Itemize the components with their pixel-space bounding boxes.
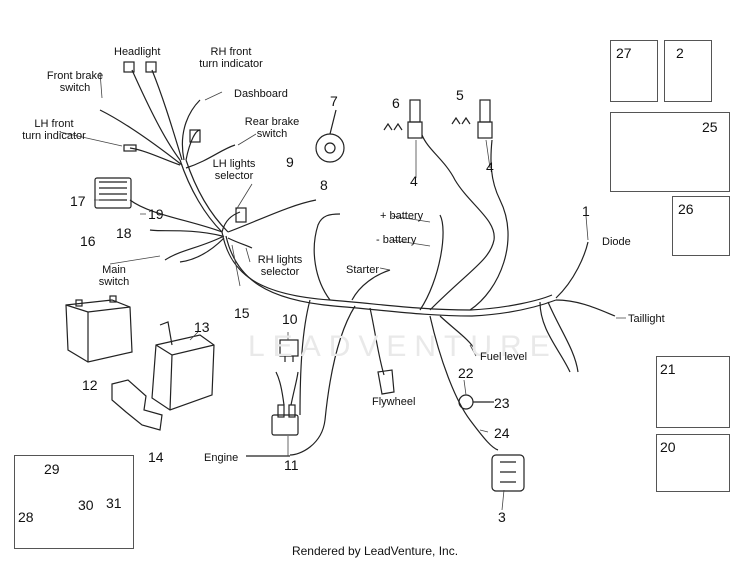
part-number-19: 19 (148, 206, 164, 222)
label-flywheel: Flywheel (372, 396, 416, 408)
part-number-2: 2 (676, 45, 684, 61)
part-box-25 (610, 112, 730, 192)
part-box-28-31 (14, 455, 134, 549)
label-rh-front-turn-line1: RH front (210, 46, 252, 58)
part-box-26 (672, 196, 730, 256)
part-number-31: 31 (106, 495, 122, 511)
label-rh-lights-selector: RH lights selector (252, 254, 308, 278)
label-taillight: Taillight (628, 313, 665, 325)
label-main-switch-line1: Main (102, 264, 126, 276)
part-number-28: 28 (18, 509, 34, 525)
part-number-17: 17 (70, 193, 86, 209)
label-lh-lights-selector: LH lights selector (206, 158, 262, 182)
label-rh-lights-line2: selector (260, 266, 300, 278)
label-plus-battery: + battery (380, 210, 424, 222)
part-number-14: 14 (148, 449, 164, 465)
part-number-29: 29 (44, 461, 60, 477)
part-number-24: 24 (494, 425, 510, 441)
part-number-13: 13 (194, 319, 210, 335)
part-number-1: 1 (582, 203, 590, 219)
label-diode: Diode (602, 236, 631, 248)
watermark: LEADVENTURE (248, 330, 558, 363)
part-number-15: 15 (234, 305, 250, 321)
part-number-10: 10 (282, 311, 298, 327)
label-main-switch: Main switch (92, 264, 136, 288)
part-number-22: 22 (458, 365, 474, 381)
label-headlight: Headlight (114, 46, 161, 58)
part-number-25: 25 (702, 119, 718, 135)
part-number-5: 5 (456, 87, 464, 103)
part-number-3: 3 (498, 509, 506, 525)
label-minus-battery: - battery (376, 234, 417, 246)
part-number-27: 27 (616, 45, 632, 61)
label-rh-front-turn: RH front turn indicator (196, 46, 266, 70)
part-number-7: 7 (330, 93, 338, 109)
label-rh-front-turn-line2: turn indicator (199, 58, 263, 70)
part-number-21: 21 (660, 361, 676, 377)
part-box-21 (656, 356, 730, 428)
label-lh-front-turn-line2: turn indicator (22, 130, 86, 142)
label-lh-lights-line2: selector (214, 170, 254, 182)
label-lh-front-turn: LH front turn indicator (14, 118, 94, 142)
part-number-4b: 4 (486, 159, 494, 175)
part-box-20 (656, 434, 730, 492)
label-rh-lights-line1: RH lights (257, 254, 303, 266)
part-number-4a: 4 (410, 173, 418, 189)
part-number-12: 12 (82, 377, 98, 393)
part-number-20: 20 (660, 439, 676, 455)
label-starter: Starter (346, 264, 380, 276)
label-lh-front-turn-line1: LH front (34, 118, 74, 130)
part-number-9: 9 (286, 154, 294, 170)
label-front-brake: Front brake switch (44, 70, 106, 94)
label-front-brake-line1: Front brake (46, 70, 104, 82)
part-box-27 (610, 40, 658, 102)
label-engine: Engine (204, 452, 239, 464)
part-number-26: 26 (678, 201, 694, 217)
label-rear-brake-line1: Rear brake (244, 116, 300, 128)
part-number-16: 16 (80, 233, 96, 249)
part-number-30: 30 (78, 497, 94, 513)
label-main-switch-line2: switch (98, 276, 130, 288)
part-box-2 (664, 40, 712, 102)
label-rear-brake-line2: switch (256, 128, 288, 140)
part-number-6: 6 (392, 95, 400, 111)
label-rear-brake: Rear brake switch (242, 116, 302, 140)
part-number-8: 8 (320, 177, 328, 193)
label-lh-lights-line1: LH lights (212, 158, 256, 170)
part-number-18: 18 (116, 225, 132, 241)
label-front-brake-line2: switch (59, 82, 91, 94)
part-number-23: 23 (494, 395, 510, 411)
footer-credit: Rendered by LeadVenture, Inc. (291, 544, 459, 558)
label-fuel-level: Fuel level (480, 351, 528, 363)
label-dashboard: Dashboard (234, 88, 288, 100)
part-number-11: 11 (284, 457, 299, 473)
